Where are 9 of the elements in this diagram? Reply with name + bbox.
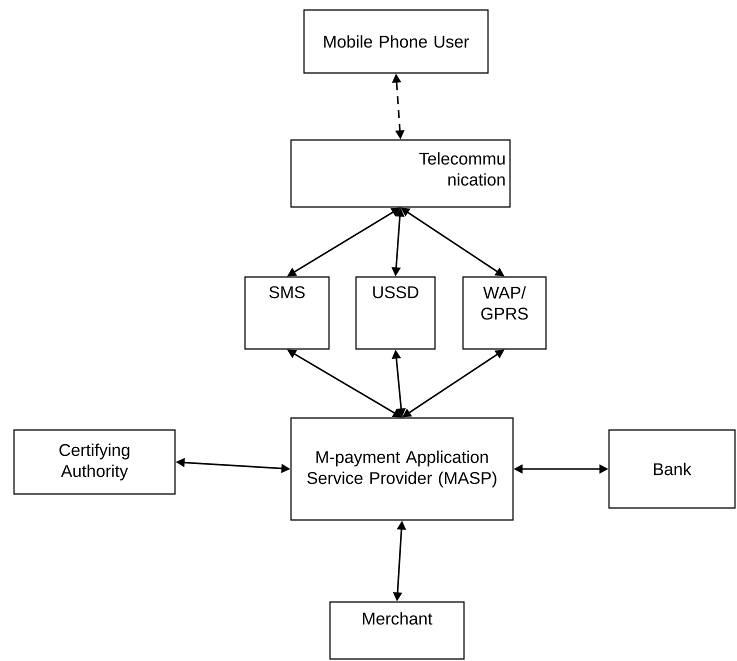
process-box: Certifying Authority [13,429,176,495]
process-box: Telecommu nication [290,139,511,208]
process-box: USSD [355,276,436,350]
process-box: Bank [608,429,736,509]
process-box: Merchant [329,601,465,660]
process-box: SMS [244,276,330,350]
process-box: Mobile Phone User [303,9,489,74]
process-box: M-payment Application Service Provider (MASP) [290,417,514,521]
process-box: WAP/ GPRS [462,276,547,350]
